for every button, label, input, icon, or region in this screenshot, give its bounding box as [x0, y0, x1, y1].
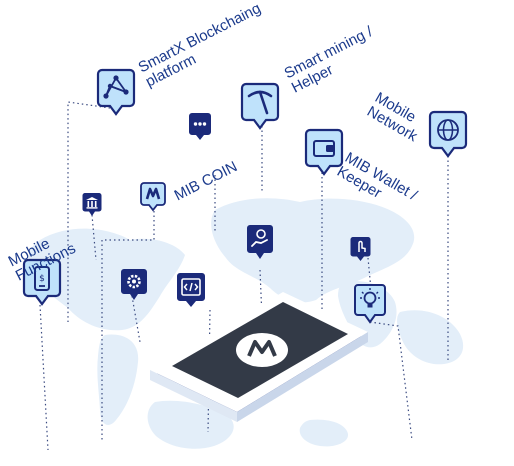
- svg-text:$: $: [39, 274, 45, 284]
- connector-functions: [39, 304, 49, 451]
- lightbulb-icon: [354, 284, 386, 324]
- network-nodes-icon: [96, 68, 136, 116]
- pickaxe-icon: [240, 82, 280, 130]
- connector-smartx: [67, 101, 111, 322]
- wallet-icon: [304, 128, 344, 176]
- isometric-phone: [150, 292, 368, 422]
- mobile-phone-icon: $: [22, 258, 62, 306]
- connector-settings: [131, 295, 141, 343]
- connector-coin: [101, 202, 155, 440]
- code-icon: [177, 273, 205, 307]
- hand-coin-icon: [247, 225, 273, 259]
- touch-gesture-icon: [350, 237, 371, 261]
- connector-bank: [91, 214, 97, 261]
- chat-bubble-icon: [189, 113, 211, 140]
- connector-idea: [369, 321, 413, 441]
- mib-logo-icon: [140, 182, 166, 212]
- bank-icon: [82, 193, 102, 216]
- globe-icon: [428, 110, 468, 158]
- gear-icon: [121, 269, 147, 300]
